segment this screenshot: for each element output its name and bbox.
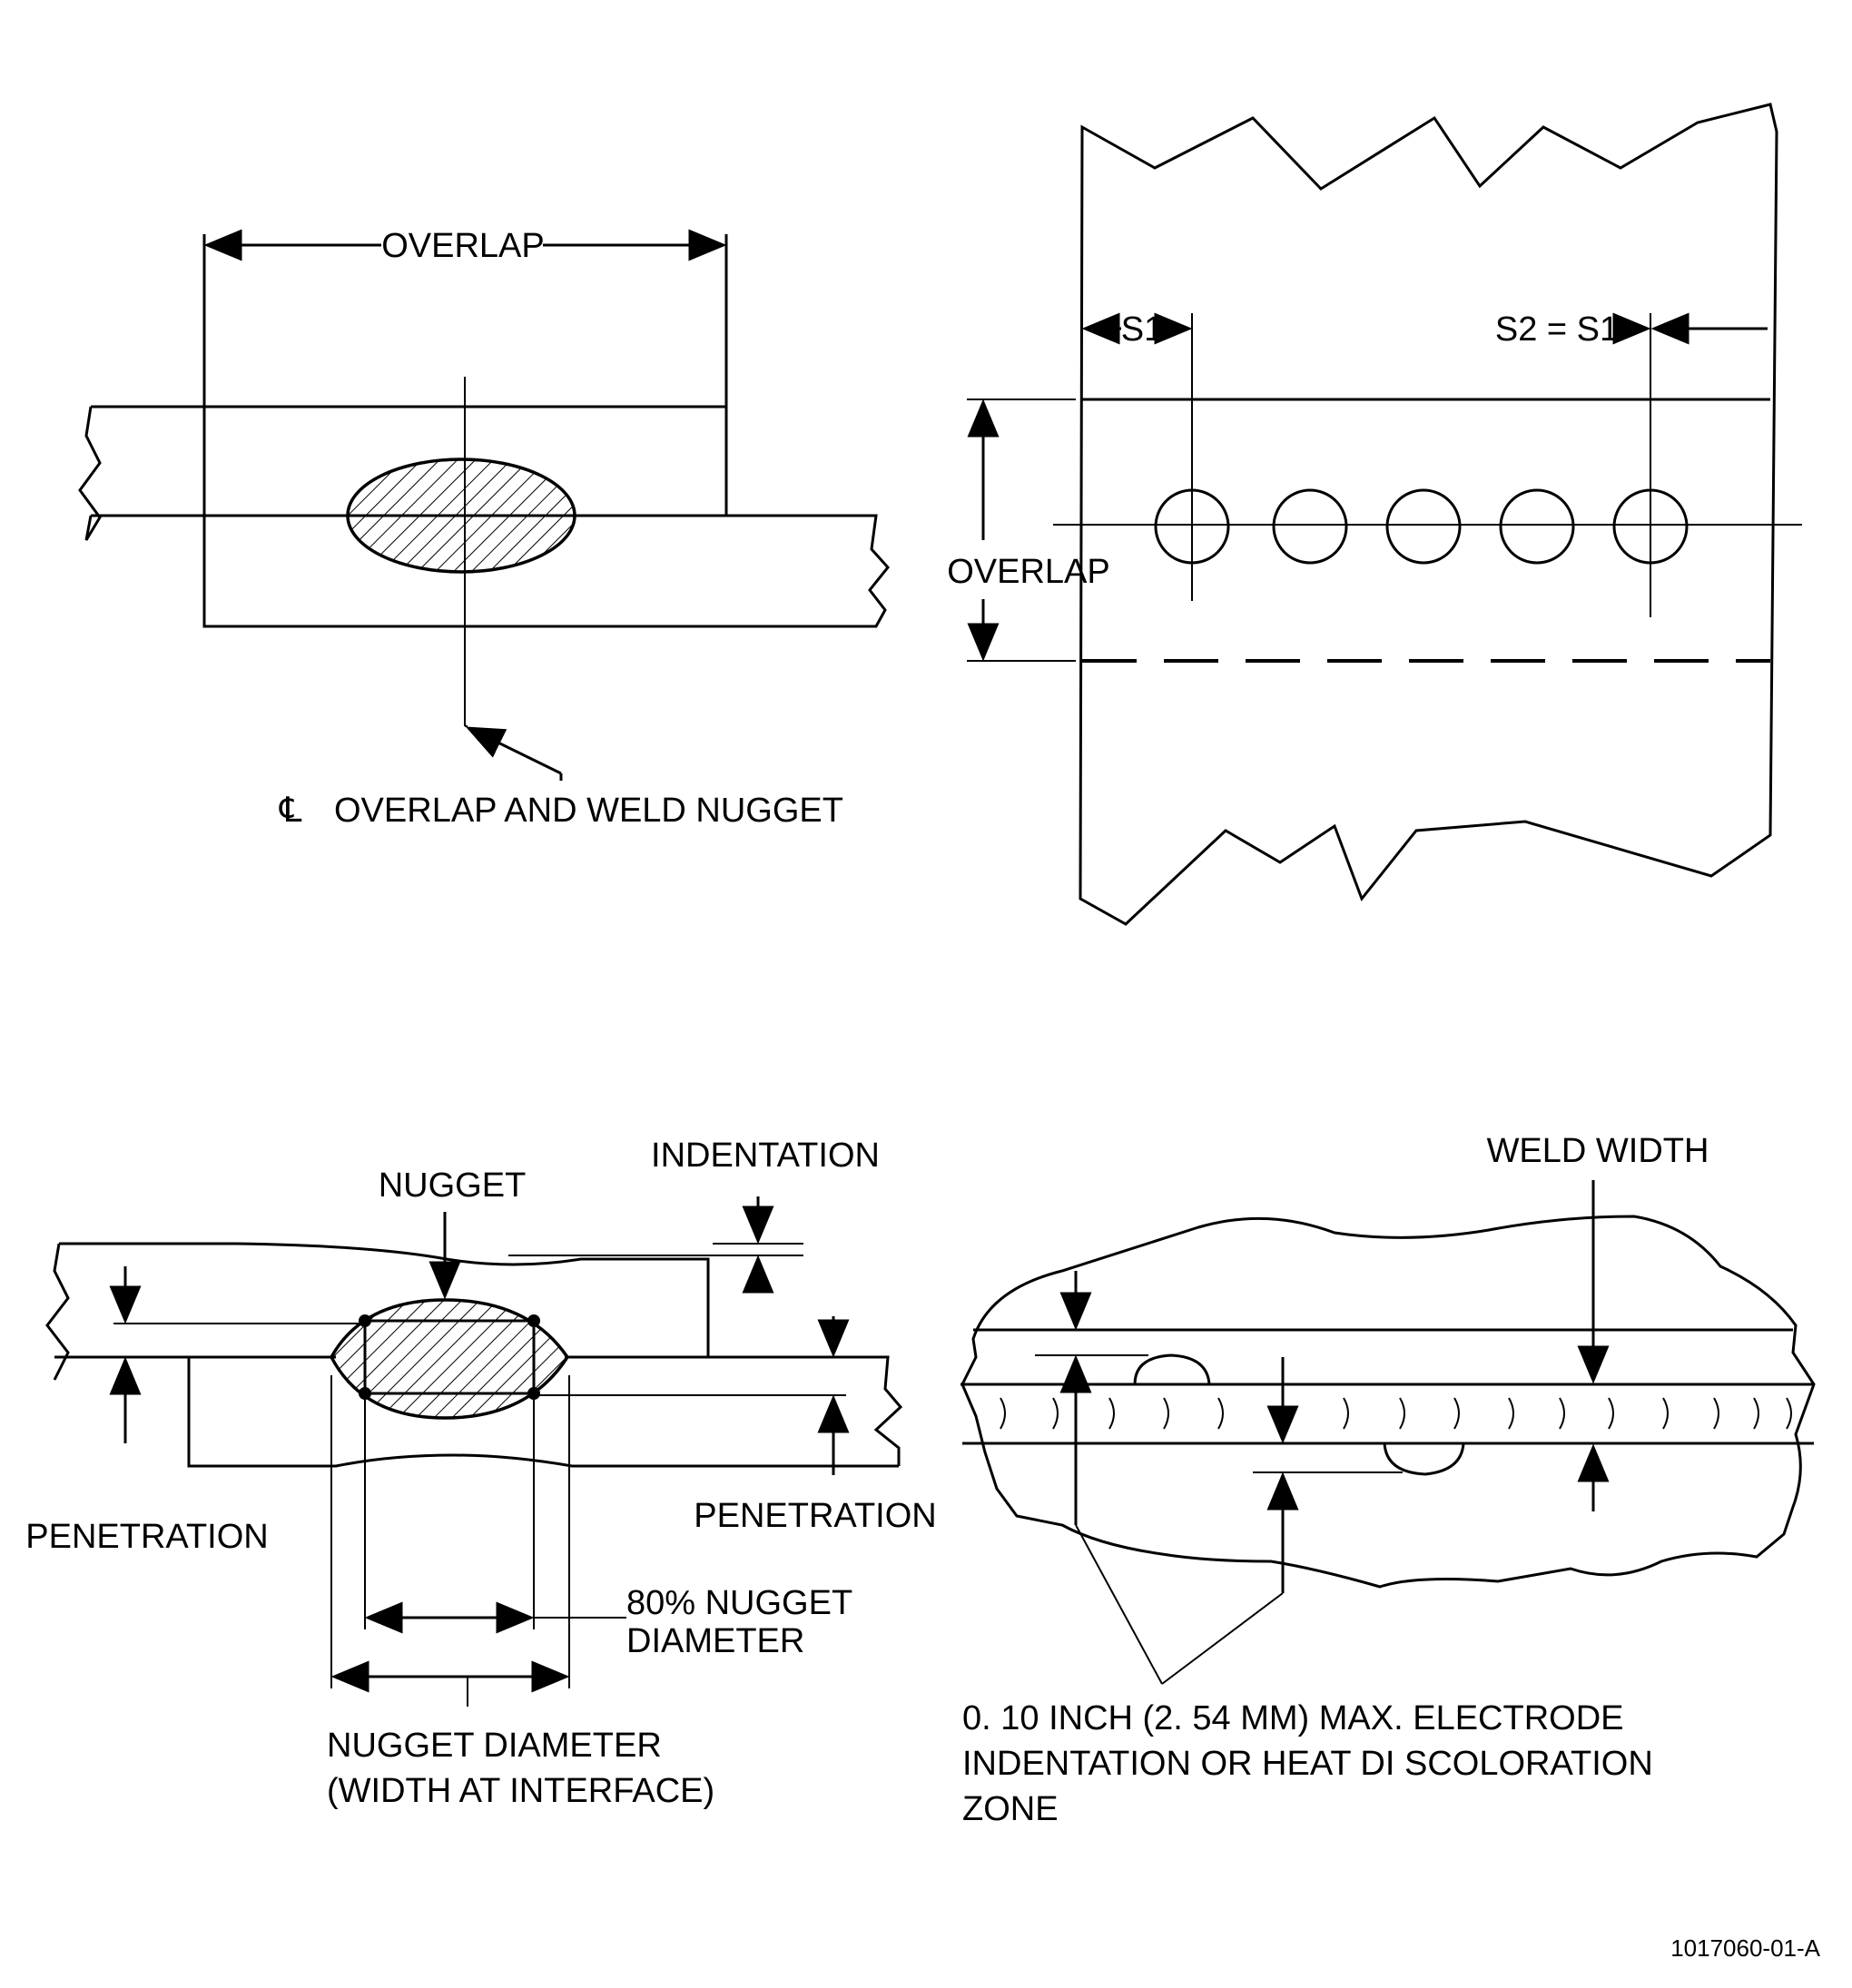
electrode-mark-bottom	[1383, 1442, 1465, 1476]
weld-nugget	[346, 458, 576, 574]
note-line-3: ZONE	[962, 1790, 1059, 1828]
electrode-mark-top	[1133, 1353, 1211, 1385]
panel-d-seam-weld: WELD WIDTH 0. 10 INCH (2. 54 MM) MAX. EL…	[960, 1132, 1816, 1828]
nugget-diameter-label-line1: NUGGET DIAMETER	[327, 1727, 662, 1765]
weld-nugget-c	[330, 1298, 570, 1420]
penetration-left-label: PENETRATION	[25, 1518, 268, 1556]
panel-b-plan-view: S1 S2 = S1 OVERLAP	[947, 103, 1802, 926]
note-line-1: 0. 10 INCH (2. 54 MM) MAX. ELECTRODE	[962, 1699, 1624, 1737]
penetration-right-label: PENETRATION	[694, 1497, 936, 1535]
note-line-2: INDENTATION OR HEAT DI SCOLORATION	[962, 1745, 1653, 1783]
nugget-label: NUGGET	[379, 1166, 527, 1205]
sheet-outline	[1079, 103, 1778, 926]
top-sheet-break	[78, 406, 102, 541]
centerline-label: OVERLAP AND WELD NUGGET	[334, 792, 843, 830]
weld-spot-3	[1385, 488, 1462, 565]
top-sheet-upper-c	[59, 1242, 710, 1357]
overlap-label: OVERLAP	[381, 227, 545, 265]
figure-id: 1017060-01-A	[1670, 1934, 1820, 1962]
s2-label: S2 = S1	[1495, 310, 1619, 349]
part-outline	[960, 1215, 1816, 1589]
weld-spot-2	[1272, 488, 1348, 565]
panel-c-nugget-section: NUGGET INDENTATION PENETRATION PENETRATI…	[25, 1137, 936, 1810]
centerline-leader	[465, 726, 562, 775]
weld-width-label: WELD WIDTH	[1487, 1132, 1709, 1170]
nugget-80-label-line1: 80% NUGGET	[626, 1584, 852, 1622]
top-sheet-break-c	[45, 1243, 70, 1381]
bottom-sheet-c	[187, 1357, 899, 1468]
bottom-sheet-right-c	[565, 1355, 903, 1466]
s1-label: S1	[1121, 310, 1163, 349]
weld-spot-4	[1499, 488, 1575, 565]
nugget-diameter-label-line2: (WIDTH AT INTERFACE)	[327, 1772, 714, 1810]
overlap-label-plan: OVERLAP	[947, 553, 1110, 591]
centerline-symbol: ℄	[279, 792, 302, 830]
weld-ripples	[1000, 1397, 1792, 1430]
indentation-label: INDENTATION	[651, 1137, 880, 1175]
panel-a-lap-joint-section: OVERLAP ℄ OVERLAP AND WELD NUGGET	[78, 227, 890, 830]
nugget-80-label-line2: DIAMETER	[626, 1622, 804, 1660]
bottom-sheet	[202, 514, 890, 628]
